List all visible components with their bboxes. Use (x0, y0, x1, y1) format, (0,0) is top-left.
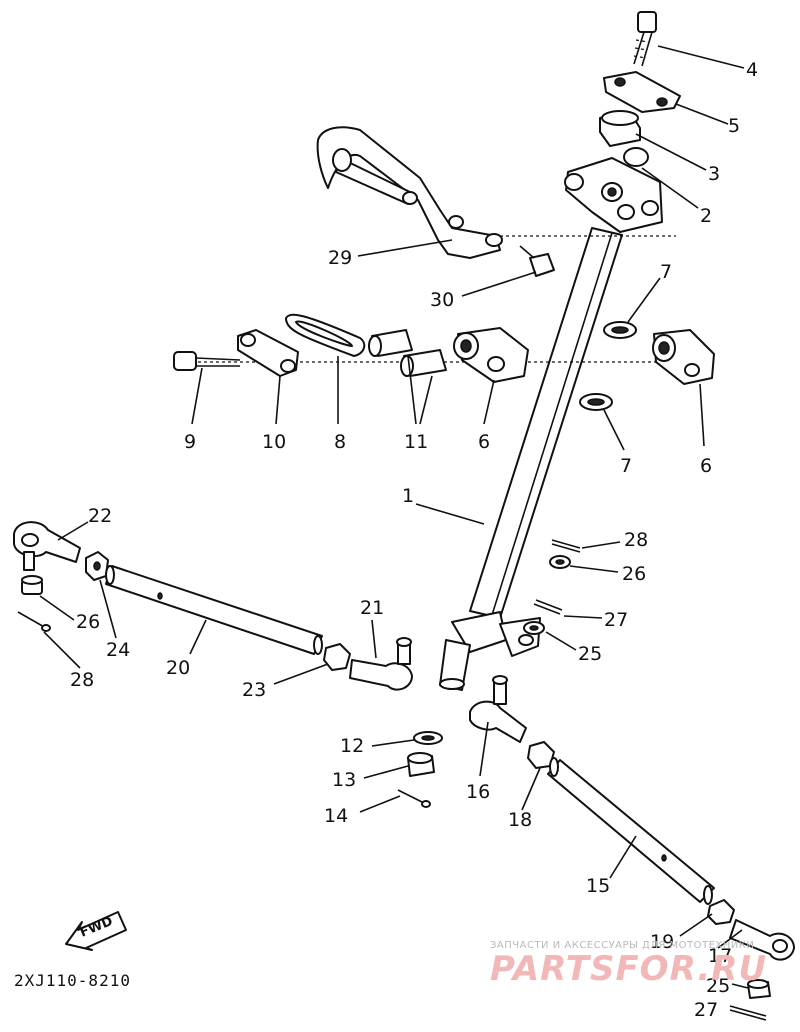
pin-part-27-upper (533, 599, 563, 615)
callout-10: 10 (262, 431, 286, 453)
bolt-part-4 (633, 11, 657, 67)
callout-26-left: 26 (76, 611, 100, 633)
tie-rod-part-20 (105, 565, 323, 655)
washer-part-7-lower (579, 393, 613, 411)
callout-13: 13 (332, 769, 356, 791)
callout-7-lower: 7 (620, 455, 632, 477)
watermark: ЗАПЧАСТИ И АКСЕССУАРЫ ДЛЯ МОТОТЕХНИКИ PA… (490, 940, 767, 989)
watermark-tagline: ЗАПЧАСТИ И АКСЕССУАРЫ ДЛЯ МОТОТЕХНИКИ (490, 940, 754, 951)
lock-plate (603, 71, 681, 113)
tie-rod-end-part-16 (469, 675, 527, 743)
callout-2: 2 (700, 205, 712, 227)
bracket-part-29 (316, 126, 503, 259)
callout-29: 29 (328, 247, 352, 269)
forward-arrow-icon: FWD (65, 911, 127, 951)
cap (623, 147, 649, 167)
callout-23: 23 (242, 679, 266, 701)
nut-part-25-lower (747, 979, 771, 999)
bolt-part-9 (173, 351, 241, 371)
callout-6-left: 6 (478, 431, 490, 453)
holder-part-6-left (453, 327, 529, 383)
callout-1: 1 (402, 485, 414, 507)
pin-part-14 (397, 789, 431, 808)
tie-rod-part-15 (547, 757, 715, 905)
callout-30: 30 (430, 289, 454, 311)
washer-part-12 (413, 731, 443, 745)
callout-21: 21 (360, 597, 384, 619)
callout-7-upper: 7 (660, 261, 672, 283)
bolt-part-30 (519, 245, 555, 277)
callout-15: 15 (586, 875, 610, 897)
callout-27-upper: 27 (604, 609, 628, 631)
callout-3: 3 (708, 163, 720, 185)
tie-rod-end-part-21 (349, 637, 413, 691)
locknut-part-23 (323, 643, 351, 671)
callout-11: 11 (404, 431, 428, 453)
callout-19: 19 (650, 931, 674, 953)
nut-part-26-left (21, 575, 43, 595)
tie-rod-end-part-22 (13, 521, 81, 571)
callout-26-right: 26 (622, 563, 646, 585)
bushings-part-11 (368, 329, 447, 377)
steering-shaft (439, 227, 623, 691)
callout-9: 9 (184, 431, 196, 453)
watermark-logo: PARTSFOR.RU (490, 949, 767, 989)
callout-8: 8 (334, 431, 346, 453)
callout-24: 24 (106, 639, 130, 661)
nut-part-25-upper (523, 621, 545, 635)
locknut-part-19 (707, 899, 735, 925)
callout-5: 5 (728, 115, 740, 137)
callout-20: 20 (166, 657, 190, 679)
clip-part-8 (285, 313, 366, 357)
callout-25-lower: 25 (706, 975, 730, 997)
callout-18: 18 (508, 809, 532, 831)
pin-part-28-left (17, 611, 51, 632)
pin-part-28-right (551, 539, 581, 553)
callout-6-right: 6 (700, 455, 712, 477)
callout-27-lower: 27 (694, 999, 718, 1021)
bushing-part-3 (599, 110, 641, 147)
diagram-code: 2XJ110-8210 (14, 971, 131, 990)
tie-rod-end-part-17 (729, 919, 795, 961)
callout-4: 4 (746, 59, 758, 81)
callout-14: 14 (324, 805, 348, 827)
callout-22: 22 (88, 505, 112, 527)
callout-numbers: 4 5 3 2 29 30 7 9 10 8 11 6 7 6 1 22 28 … (70, 59, 758, 1021)
callout-16: 16 (466, 781, 490, 803)
bracket-part-10 (237, 329, 299, 377)
nut-part-26-right (549, 555, 571, 569)
holder-part-6-right (652, 329, 715, 385)
locknut-part-24 (85, 551, 109, 581)
upper-clamp (564, 157, 663, 233)
nut-part-13 (407, 752, 435, 777)
callout-12: 12 (340, 735, 364, 757)
callout-28-right: 28 (624, 529, 648, 551)
washer-part-7-upper (603, 321, 637, 339)
leader-lines (39, 45, 749, 989)
pin-part-27-lower (729, 1005, 767, 1021)
callout-17: 17 (708, 945, 732, 967)
callout-28-left: 28 (70, 669, 94, 691)
callout-25-upper: 25 (578, 643, 602, 665)
